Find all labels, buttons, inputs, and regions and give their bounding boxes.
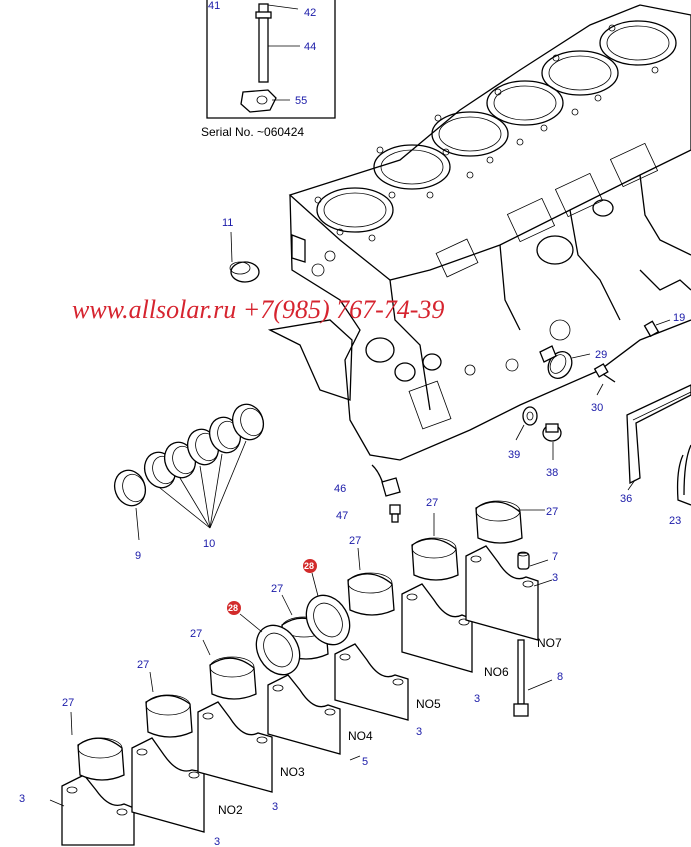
leader-lines [49, 509, 553, 807]
oil-jet-46 [371, 464, 401, 497]
label-no2: NO2 [218, 803, 243, 817]
callout-3: 3 [214, 836, 220, 847]
callout-23: 23 [669, 515, 681, 527]
callout-44: 44 [304, 41, 316, 53]
callout-3: 3 [272, 801, 278, 813]
gasket-36 [626, 384, 691, 491]
callout-11: 11 [222, 217, 233, 229]
callout-28-marker: 28 [303, 559, 319, 597]
bolt-19 [643, 319, 671, 338]
position-labels: NO2 NO3 NO4 NO5 NO6 NO7 [218, 636, 562, 817]
callout-27: 27 [62, 697, 74, 709]
callout-5: 5 [362, 756, 368, 768]
bolt-30 [593, 363, 616, 396]
callout-28-marker: 28 [227, 601, 263, 633]
cover-29 [539, 345, 591, 379]
callout-3: 3 [19, 793, 25, 805]
cover-23 [676, 444, 691, 506]
dowel-pin-7 [517, 551, 530, 570]
callout-47: 47 [336, 510, 348, 522]
callout-42: 42 [304, 7, 316, 19]
callout-8: 8 [557, 671, 563, 683]
callout-36: 36 [620, 493, 632, 505]
callout-numbers: 41 42 44 55 11 19 29 30 39 38 36 23 46 4… [19, 0, 685, 847]
callout-19: 19 [673, 312, 685, 324]
label-no3: NO3 [280, 765, 305, 779]
thrust-washers [255, 594, 351, 676]
callout-27: 27 [546, 506, 558, 518]
main-bearing-caps [61, 545, 539, 846]
callout-29: 29 [595, 349, 607, 361]
label-no7: NO7 [537, 636, 562, 650]
callout-39: 39 [508, 449, 520, 461]
washer-39 [515, 406, 538, 441]
callout-27: 27 [349, 535, 361, 547]
callout-28: 28 [304, 561, 314, 571]
callout-55: 55 [295, 95, 307, 107]
label-no5: NO5 [416, 697, 441, 711]
label-no6: NO6 [484, 665, 509, 679]
watermark: www.allsolar.ru +7(985) 767-74-39 [72, 295, 444, 324]
callout-3: 3 [474, 693, 480, 705]
camshaft-bushings [113, 403, 265, 541]
cylinder-block [267, 4, 691, 461]
callout-27: 27 [426, 497, 438, 509]
callout-7: 7 [552, 551, 558, 563]
callout-28: 28 [228, 603, 238, 613]
plug-38 [542, 423, 562, 460]
cylinder-bores [316, 20, 677, 233]
callout-38: 38 [546, 467, 558, 479]
callout-10: 10 [203, 538, 215, 550]
inset-caption: Serial No. ~060424 [201, 125, 304, 139]
callout-27: 27 [271, 583, 283, 595]
inset-box [206, 0, 336, 119]
cap-bolt-8 [513, 639, 553, 717]
callout-41: 41 [208, 0, 220, 12]
callout-30: 30 [591, 402, 603, 414]
callout-27: 27 [137, 659, 149, 671]
callout-3: 3 [416, 726, 422, 738]
callout-9: 9 [135, 550, 141, 562]
label-no4: NO4 [348, 729, 373, 743]
bolt-47 [389, 504, 401, 523]
plug-11 [229, 231, 260, 283]
callout-46: 46 [334, 483, 346, 495]
callout-27: 27 [190, 628, 202, 640]
callout-3: 3 [552, 572, 558, 584]
